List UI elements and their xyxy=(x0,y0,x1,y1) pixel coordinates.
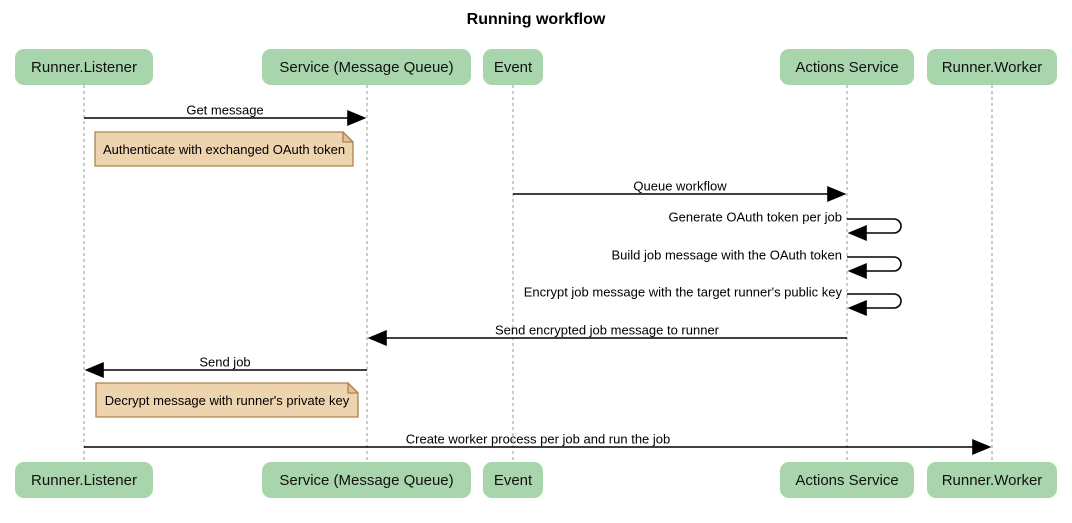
self-arrow-build-job-message xyxy=(847,256,902,279)
message-label-create-worker: Create worker process per job and run th… xyxy=(405,431,671,447)
actor-label: Event xyxy=(493,58,533,76)
actor-label: Actions Service xyxy=(795,471,899,489)
diagram-title: Running workflow xyxy=(466,11,606,28)
actor-top-actions-service: Actions Service xyxy=(780,49,914,85)
actor-top-service-message-queue: Service (Message Queue) xyxy=(262,49,471,85)
actor-label: Event xyxy=(493,471,533,489)
actor-bottom-runner-worker: Runner.Worker xyxy=(927,462,1057,498)
actor-bottom-runner-listener: Runner.Listener xyxy=(15,462,153,498)
message-label-queue-workflow: Queue workflow xyxy=(633,178,727,194)
actor-label: Runner.Listener xyxy=(31,58,137,76)
actor-label: Service (Message Queue) xyxy=(279,471,454,489)
message-label-build-job-message: Build job message with the OAuth token xyxy=(611,247,842,263)
message-label-generate-token: Generate OAuth token per job xyxy=(668,209,842,225)
self-arrow-encrypt-job-message xyxy=(847,293,902,316)
note-shape-decrypt xyxy=(95,382,359,418)
actor-top-event: Event xyxy=(483,49,543,85)
actor-top-runner-listener: Runner.Listener xyxy=(15,49,153,85)
note-authenticate: Authenticate with exchanged OAuth token xyxy=(102,141,346,157)
actor-bottom-service-message-queue: Service (Message Queue) xyxy=(262,462,471,498)
message-label-send-encrypted: Send encrypted job message to runner xyxy=(494,322,720,338)
note-shape-authenticate xyxy=(94,131,354,167)
message-label-encrypt-job-message: Encrypt job message with the target runn… xyxy=(523,284,842,300)
actor-label: Runner.Listener xyxy=(31,471,137,489)
message-label-get-message: Get message xyxy=(186,102,264,118)
actor-label: Runner.Worker xyxy=(941,471,1043,489)
actor-label: Service (Message Queue) xyxy=(279,58,454,76)
note-decrypt: Decrypt message with runner's private ke… xyxy=(104,392,350,408)
actor-label: Runner.Worker xyxy=(941,58,1043,76)
actor-top-runner-worker: Runner.Worker xyxy=(927,49,1057,85)
actor-bottom-actions-service: Actions Service xyxy=(780,462,914,498)
actor-bottom-event: Event xyxy=(483,462,543,498)
actor-label: Actions Service xyxy=(795,58,899,76)
message-label-send-job: Send job xyxy=(199,354,251,370)
self-arrow-generate-token xyxy=(847,218,902,241)
